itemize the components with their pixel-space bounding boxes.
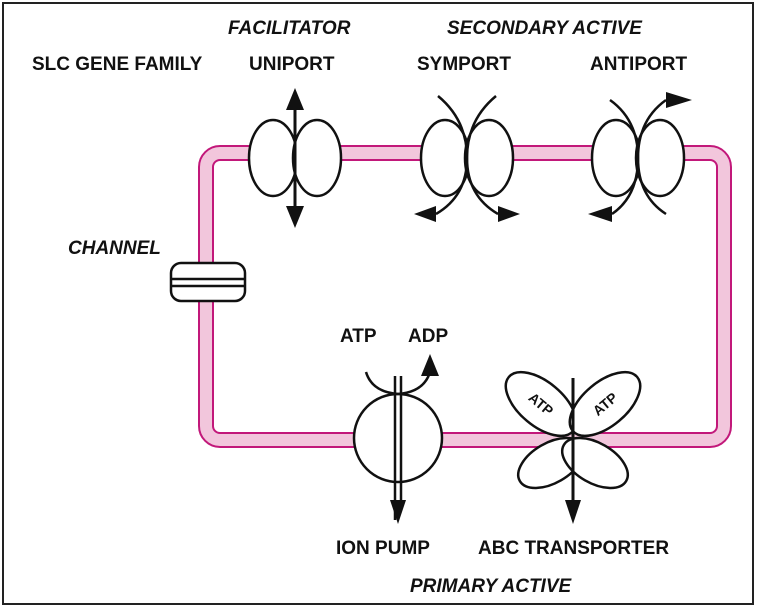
symport-transporter	[414, 95, 520, 222]
uniport-label: UNIPORT	[249, 54, 335, 75]
facilitator-label: FACILITATOR	[228, 18, 351, 39]
ion-pump	[352, 354, 444, 524]
antiport-label: ANTIPORT	[590, 54, 688, 75]
slc-gene-family-label: SLC GENE FAMILY	[32, 54, 203, 75]
adp-label: ADP	[408, 326, 448, 347]
channel-protein	[169, 261, 247, 303]
ion-pump-label: ION PUMP	[336, 538, 430, 559]
figure-frame	[2, 2, 754, 605]
cell-membrane	[198, 145, 732, 448]
atp-label: ATP	[340, 326, 377, 347]
primary-active-label: PRIMARY ACTIVE	[410, 576, 573, 597]
secondary-active-label: SECONDARY ACTIVE	[447, 18, 643, 39]
abc-transporter: ATP ATP	[504, 370, 642, 524]
channel-label: CHANNEL	[68, 238, 161, 259]
abc-transporter-label: ABC TRANSPORTER	[478, 538, 669, 559]
antiport-transporter	[588, 92, 692, 222]
symport-label: SYMPORT	[417, 54, 511, 75]
uniport-transporter	[247, 88, 343, 228]
